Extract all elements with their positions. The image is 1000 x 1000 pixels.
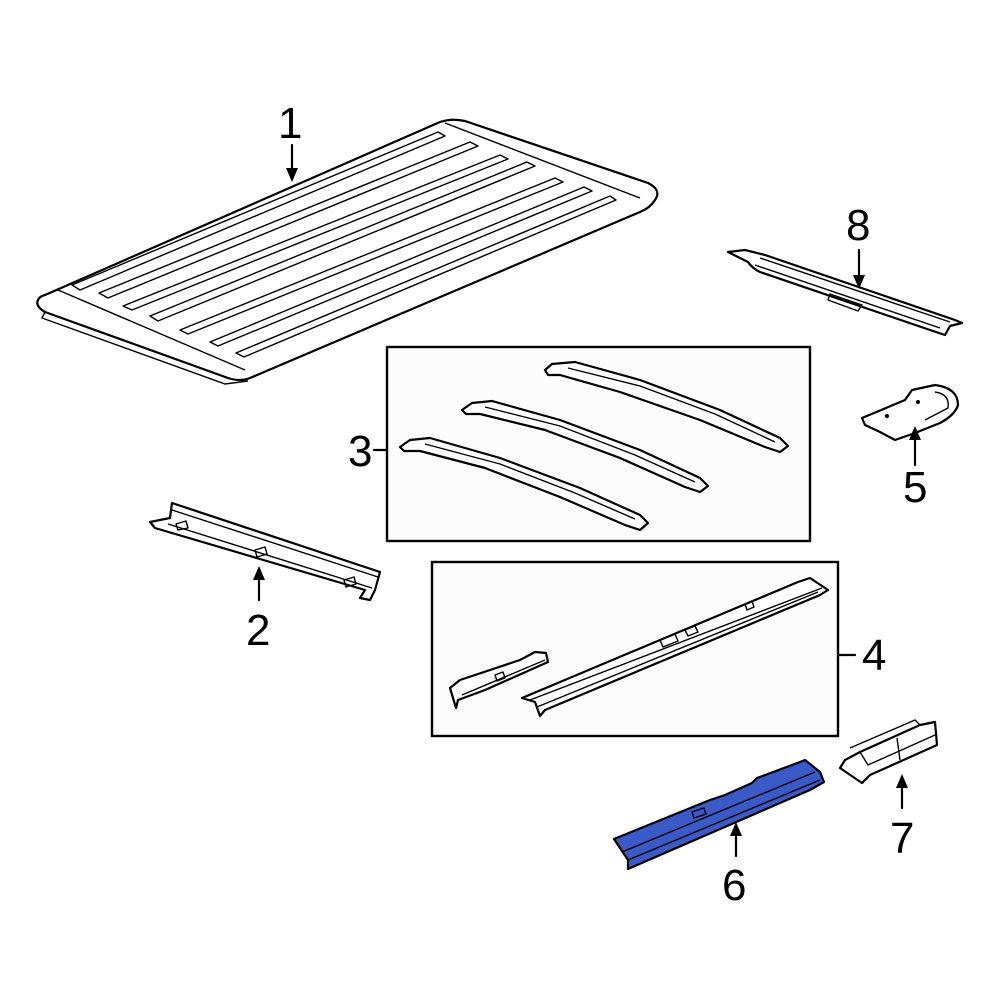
callout-8: 8 <box>846 201 870 289</box>
callout-label-8: 8 <box>846 201 870 250</box>
callout-label-5: 5 <box>903 463 927 512</box>
arrow-down-icon <box>853 275 865 289</box>
arrow-up-icon <box>909 426 921 440</box>
rail-extension[interactable] <box>838 719 939 785</box>
roof-bows <box>398 360 790 532</box>
callout-1: 1 <box>278 99 302 182</box>
callout-label-2: 2 <box>246 606 270 655</box>
roof-side-rails-group-box[interactable] <box>430 560 840 738</box>
callout-label-3: 3 <box>348 427 372 476</box>
callout-5: 5 <box>903 426 927 512</box>
rear-header-bow[interactable] <box>726 248 964 337</box>
side-rails <box>448 576 830 718</box>
callout-label-1: 1 <box>278 99 302 148</box>
arrow-down-icon <box>286 168 298 182</box>
callout-3: 3 <box>348 427 389 476</box>
callout-2: 2 <box>246 566 270 655</box>
callout-4: 4 <box>836 631 886 680</box>
callout-6: 6 <box>722 822 746 910</box>
arrow-up-icon <box>730 822 742 836</box>
callout-label-7: 7 <box>890 814 914 863</box>
callout-7: 7 <box>890 774 914 863</box>
front-header-bow[interactable] <box>148 501 382 602</box>
corner-bracket[interactable] <box>860 383 960 442</box>
arrow-up-icon <box>253 566 265 580</box>
callout-label-4: 4 <box>862 631 886 680</box>
side-rail-highlighted[interactable] <box>612 758 826 871</box>
roof-panel[interactable] <box>36 118 659 385</box>
arrow-up-icon <box>896 774 908 788</box>
callout-label-6: 6 <box>722 861 746 910</box>
